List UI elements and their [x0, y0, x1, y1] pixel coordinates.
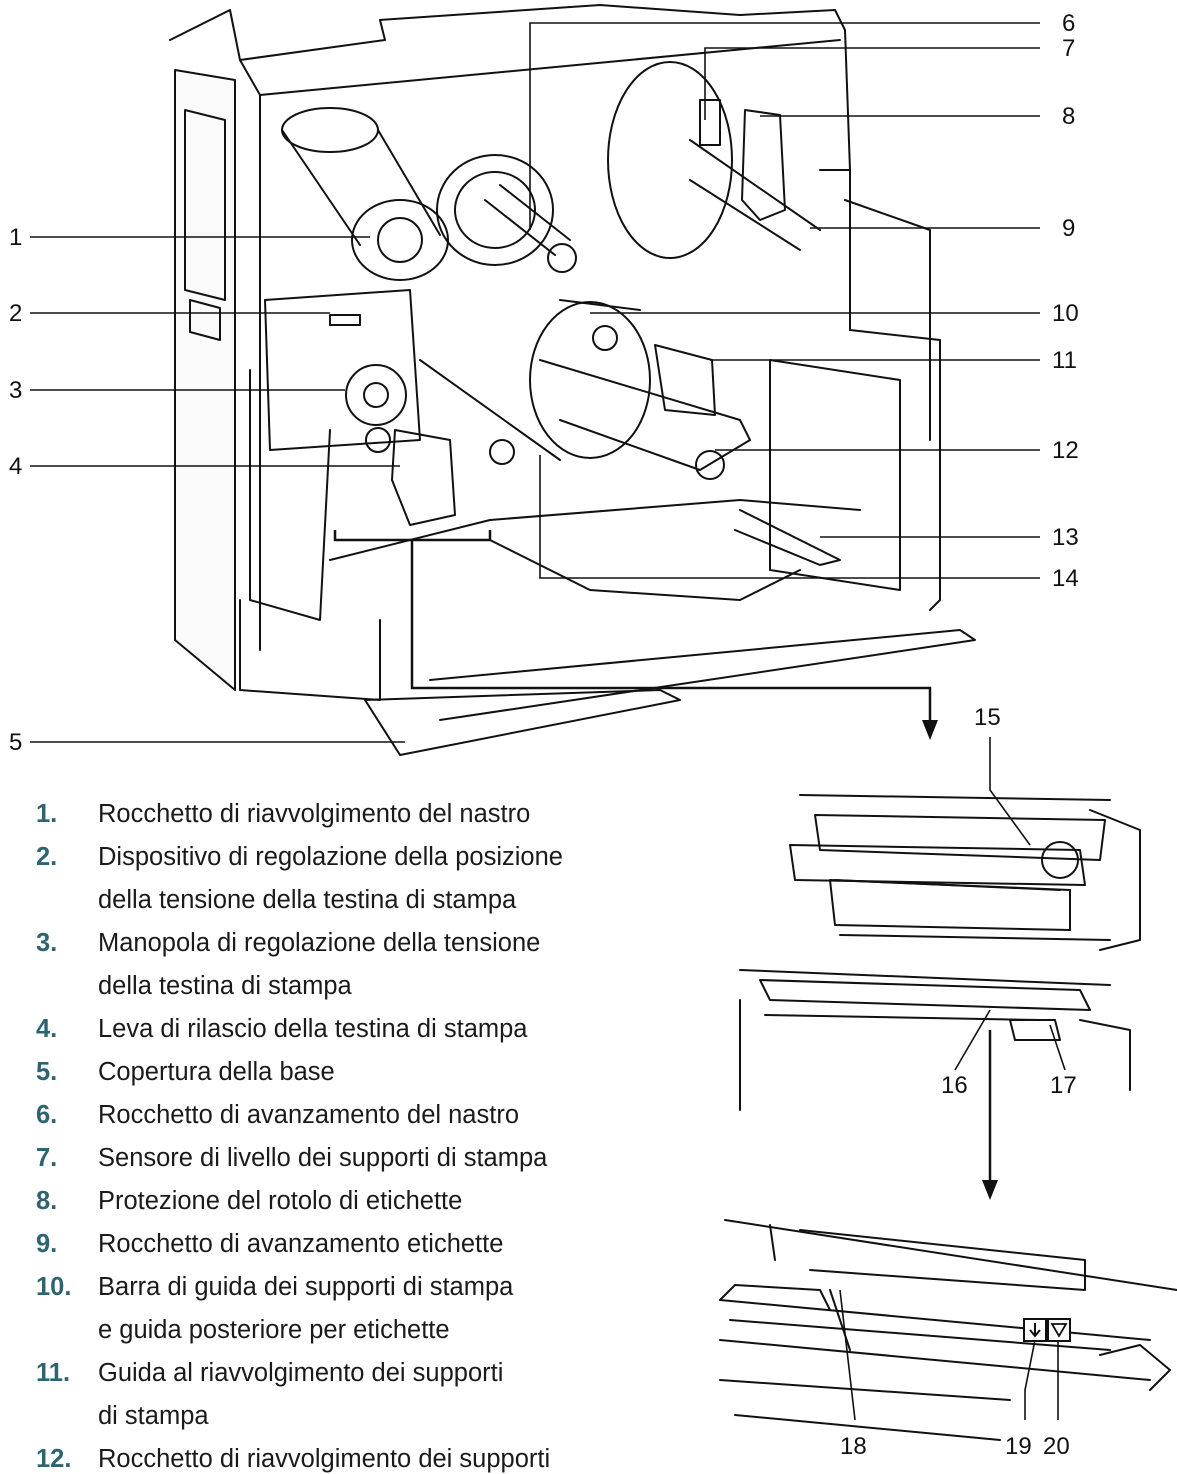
- legend-text: Dispositivo di regolazione della posizio…: [98, 843, 563, 871]
- legend-number: 2.: [36, 843, 58, 871]
- callout-9: 9: [1062, 215, 1075, 242]
- legend-number: 9.: [36, 1230, 58, 1258]
- legend-number: 5.: [36, 1058, 58, 1086]
- legend-text: Rocchetto di riavvolgimento del nastro: [98, 800, 531, 828]
- arrow-head-icon: [922, 720, 938, 740]
- callout-12: 12: [1052, 437, 1079, 464]
- detail-connector: [333, 530, 992, 1190]
- callout-17: 17: [1050, 1072, 1077, 1099]
- media-sensor-detail-view: [719, 1219, 1177, 1441]
- callout-19: 19: [1005, 1433, 1032, 1460]
- triangle-down-icon: [1047, 1318, 1071, 1342]
- leader-lines: [30, 22, 1066, 1421]
- down-arrow-icon: [1023, 1318, 1047, 1342]
- callout-6: 6: [1062, 10, 1075, 37]
- legend-text: Sensore di livello dei supporti di stamp…: [98, 1144, 548, 1172]
- callout-18: 18: [840, 1433, 867, 1460]
- callout-14: 14: [1052, 565, 1079, 592]
- callout-4: 4: [9, 453, 22, 480]
- legend-number: 8.: [36, 1187, 58, 1215]
- callout-11: 11: [1052, 347, 1077, 374]
- legend-number: 4.: [36, 1015, 58, 1043]
- legend-text: Copertura della base: [98, 1058, 335, 1086]
- legend-text: Protezione del rotolo di etichette: [98, 1187, 463, 1215]
- legend-text: di stampa: [98, 1402, 209, 1430]
- arrow-head-icon: [982, 1180, 998, 1200]
- callout-labels: 1 2 3 4 5 6 7 8 9 10 11 12 13 14 15 16 1…: [9, 10, 1079, 1460]
- callout-8: 8: [1062, 103, 1075, 130]
- callout-20: 20: [1043, 1433, 1070, 1460]
- legend-text: Rocchetto di riavvolgimento dei supporti: [98, 1445, 551, 1473]
- legend-text: Guida al riavvolgimento dei supporti: [98, 1359, 504, 1387]
- legend-text: Leva di rilascio della testina di stampa: [98, 1015, 528, 1043]
- legend-number: 7.: [36, 1144, 58, 1172]
- callout-16: 16: [941, 1072, 968, 1099]
- callout-3: 3: [9, 377, 22, 404]
- print-head-detail-view: [739, 794, 1141, 1111]
- callout-7: 7: [1062, 35, 1075, 62]
- legend-number: 10.: [36, 1273, 72, 1301]
- legend-text: Barra di guida dei supporti di stampa: [98, 1273, 514, 1301]
- legend-number: 11.: [36, 1359, 71, 1387]
- legend-number: 6.: [36, 1101, 58, 1129]
- callout-2: 2: [9, 300, 22, 327]
- legend-number: 12.: [36, 1445, 72, 1473]
- legend-number: 3.: [36, 929, 58, 957]
- callout-5: 5: [9, 729, 22, 756]
- callout-10: 10: [1052, 300, 1079, 327]
- legend-text: e guida posteriore per etichette: [98, 1316, 450, 1344]
- legend-text: Manopola di regolazione della tensione: [98, 929, 541, 957]
- printer-illustration: [169, 4, 976, 756]
- legend-text: della testina di stampa: [98, 972, 352, 1000]
- legend-text: Rocchetto di avanzamento etichette: [98, 1230, 504, 1258]
- callout-1: 1: [9, 224, 22, 251]
- callout-15: 15: [974, 704, 1001, 731]
- legend-number: 1.: [36, 800, 58, 828]
- legend-text: della tensione della testina di stampa: [98, 886, 517, 914]
- legend-text: Rocchetto di avanzamento del nastro: [98, 1101, 519, 1129]
- callout-13: 13: [1052, 524, 1079, 551]
